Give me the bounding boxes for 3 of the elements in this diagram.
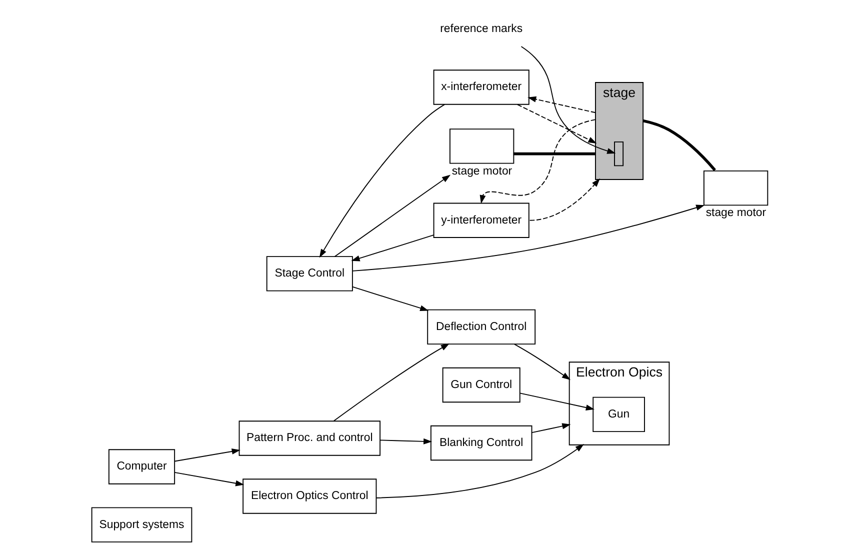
node-label: stage motor [451,165,512,178]
node-label: stage motor [705,207,766,220]
node-text: reference marks [440,23,522,36]
